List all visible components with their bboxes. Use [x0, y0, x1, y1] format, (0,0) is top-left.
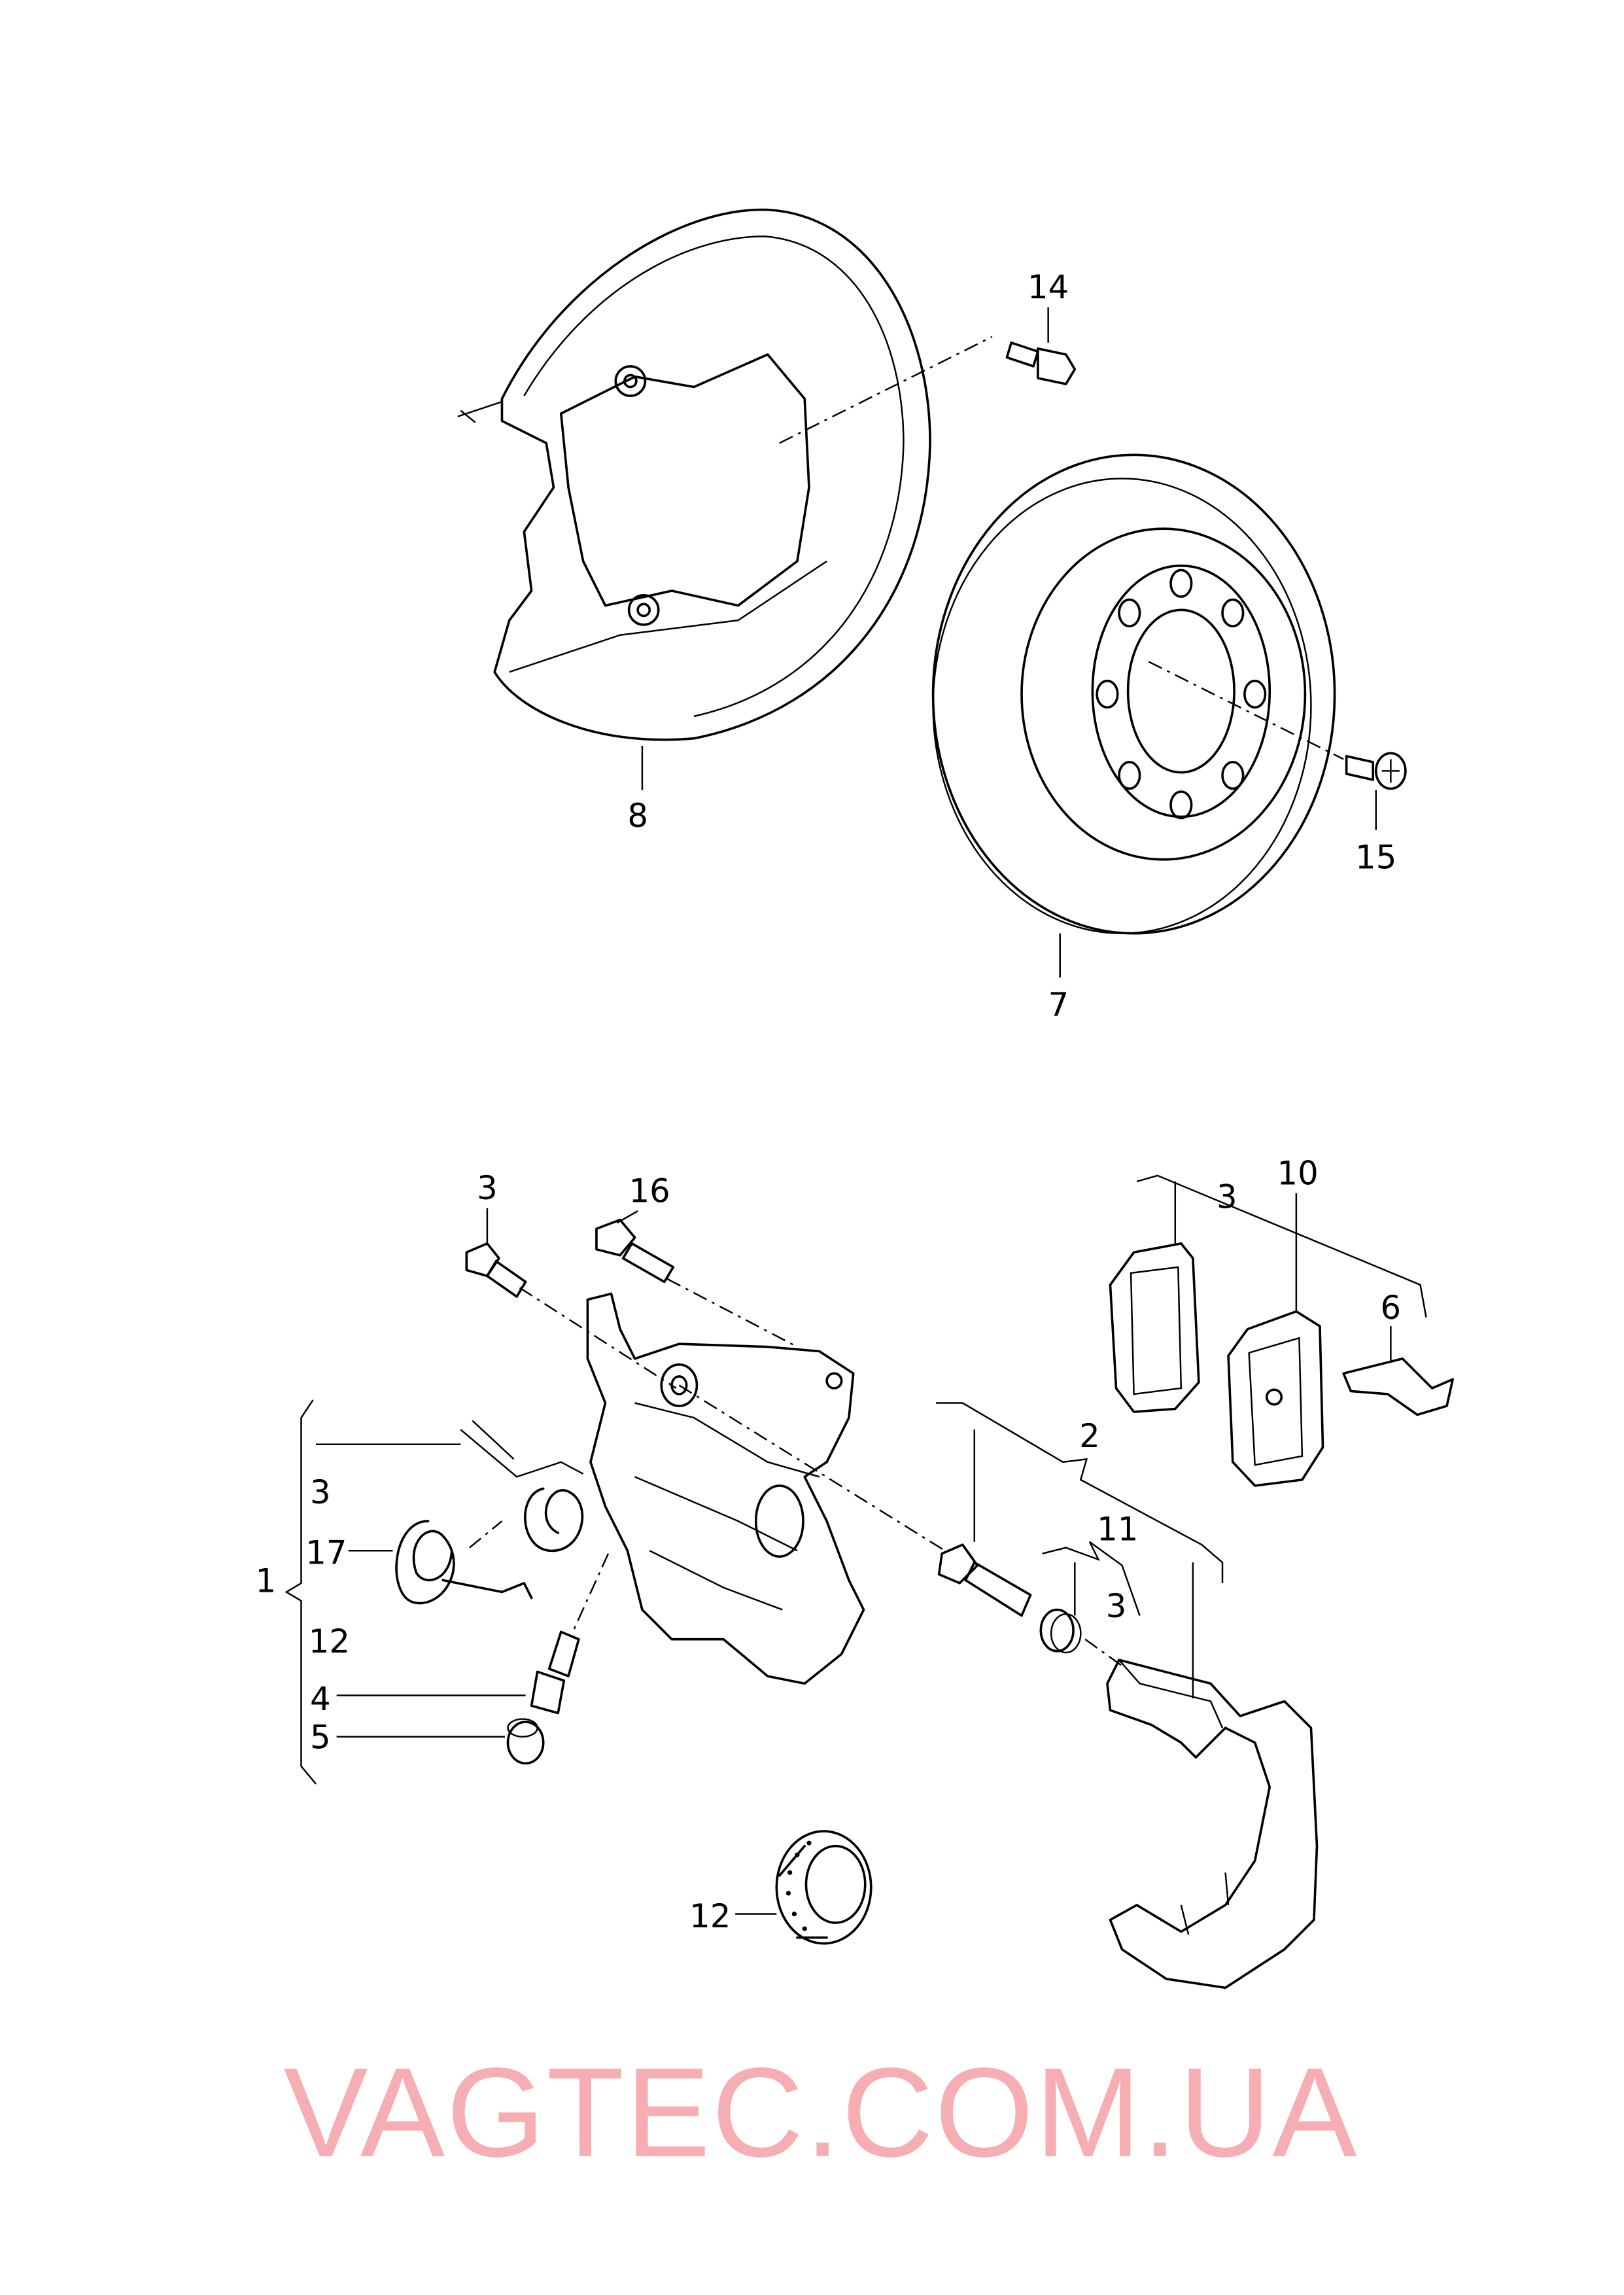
callout-7: 7	[1048, 986, 1069, 1024]
brake-disc-part-7[interactable]	[931, 453, 1336, 935]
callout-17: 17	[305, 1534, 347, 1572]
dust-cap-part-5[interactable]	[506, 1718, 545, 1765]
bleeder-valve-part-4[interactable]	[530, 1630, 580, 1715]
callout-5: 5	[310, 1719, 331, 1757]
caliper-carrier-part-2[interactable]	[1106, 1658, 1319, 1989]
screw-part-15[interactable]	[1345, 752, 1407, 790]
callout-11: 11	[1097, 1510, 1138, 1548]
brake-pad-part-10[interactable]	[1227, 1310, 1324, 1487]
brake-caliper-part-1[interactable]	[586, 1292, 865, 1685]
guide-pin-part-11[interactable]	[937, 1543, 1032, 1617]
callout-3-pads: 3	[1217, 1178, 1237, 1216]
callout-3-pin: 3	[1106, 1587, 1127, 1625]
callout-15: 15	[1355, 838, 1396, 876]
piston-seal-part-12[interactable]	[775, 1830, 872, 1945]
callout-3-group: 3	[310, 1473, 331, 1511]
splash-shield-part-8[interactable]	[457, 208, 931, 741]
clip-part-6[interactable]	[1342, 1357, 1454, 1416]
watermark: VAGTEC.COM.UA	[283, 2042, 1358, 2184]
callout-12-seal: 12	[689, 1897, 731, 1935]
callout-16: 16	[629, 1172, 670, 1210]
callout-3-bolt: 3	[477, 1169, 498, 1207]
callout-14: 14	[1028, 268, 1069, 306]
callout-10: 10	[1277, 1154, 1319, 1192]
spring-part-17[interactable]	[395, 1420, 584, 1605]
callout-2: 2	[1079, 1417, 1100, 1455]
brake-pad-part-3[interactable]	[1109, 1242, 1200, 1413]
callout-12-group: 12	[309, 1622, 350, 1660]
bolt-part-3[interactable]	[465, 1242, 527, 1298]
pin-boot-part-3[interactable]	[1039, 1608, 1082, 1654]
callout-8: 8	[627, 797, 648, 835]
bolt-part-14[interactable]	[1005, 341, 1077, 385]
callout-4: 4	[310, 1680, 331, 1718]
callout-6: 6	[1381, 1289, 1402, 1327]
bolt-part-16[interactable]	[595, 1218, 675, 1284]
callout-1: 1	[256, 1562, 277, 1600]
